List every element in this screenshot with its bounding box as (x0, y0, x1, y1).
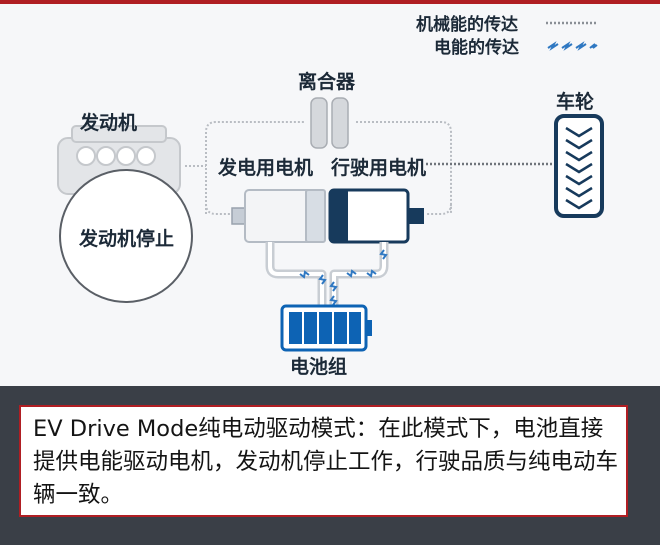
engine-stopped-label: 发动机停止 (79, 228, 175, 250)
clutch-top-loop-right (356, 121, 452, 214)
clutch-bottom-loop-left (205, 203, 232, 215)
caption-footer: EV Drive Mode纯电动驱动模式：在此模式下，电池直接提供电能驱动电机，… (0, 386, 660, 545)
drive-motor-icon (328, 188, 424, 244)
generator-icon (231, 189, 326, 243)
clutch-label: 离合器 (298, 71, 356, 93)
caption-text: EV Drive Mode纯电动驱动模式：在此模式下，电池直接提供电能驱动电机，… (33, 416, 619, 508)
engine-stopped-circle (59, 169, 193, 303)
electric-paths (265, 242, 389, 306)
electric-flow-arrows (299, 249, 388, 306)
legend-mechanical-label: 机械能的传达 (416, 15, 518, 35)
clutch-bottom-loop-right (426, 203, 452, 215)
top-accent-bar (0, 0, 660, 4)
wheel-icon (554, 114, 604, 218)
clutch-icon (310, 97, 349, 149)
mechanical-paths (185, 121, 452, 215)
wheel-label: 车轮 (556, 91, 595, 113)
caption-box: EV Drive Mode纯电动驱动模式：在此模式下，电池直接提供电能驱动电机，… (19, 405, 628, 517)
battery-icon (280, 304, 372, 352)
engine-label: 发动机 (80, 112, 138, 134)
drive-motor-label: 行驶用电机 (331, 157, 427, 179)
powertrain-diagram (57, 21, 604, 352)
legend-electrical-label: 电能的传达 (434, 38, 519, 58)
generator-label: 发电用电机 (218, 157, 314, 179)
battery-label: 电池组 (290, 356, 348, 378)
legend-electric-sample (547, 41, 598, 51)
